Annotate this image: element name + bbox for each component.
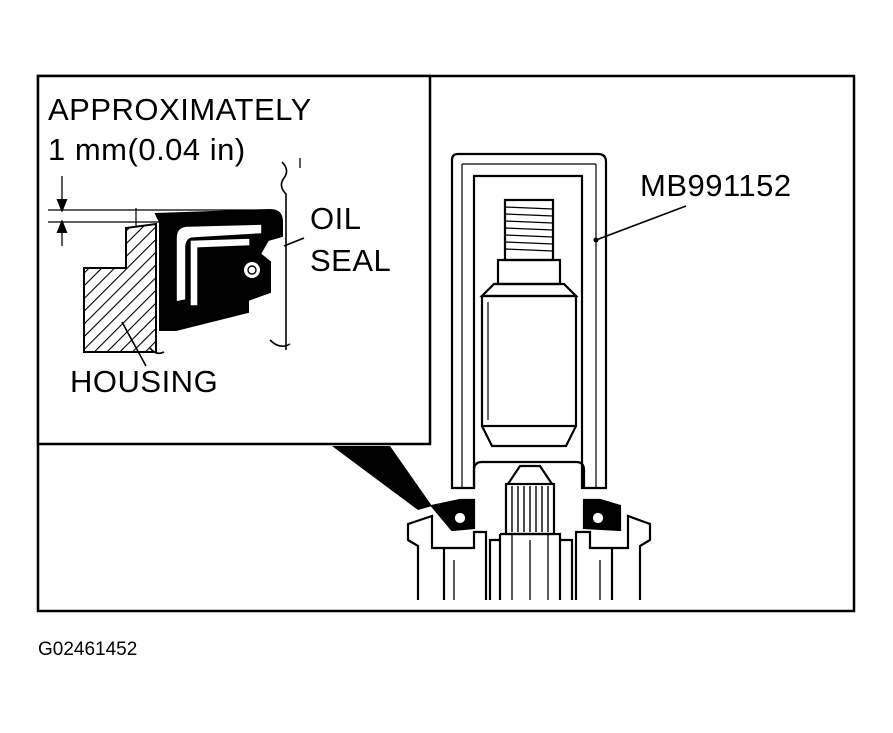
special-tool: [450, 152, 608, 490]
main-assembly: [406, 152, 652, 600]
tool-number-label: MB991152: [640, 168, 792, 203]
tool-body: [480, 294, 578, 428]
dimension-label-line1: APPROXIMATELY: [48, 92, 312, 127]
tool-leader: [595, 205, 687, 241]
housing-label: HOUSING: [70, 364, 219, 399]
oil-seal-label-oil: OIL: [310, 201, 362, 236]
oil-seal-label-seal: SEAL: [310, 243, 392, 278]
dimension-label-line2: 1 mm(0.04 in): [48, 132, 246, 167]
figure-code: G02461452: [38, 639, 138, 660]
inset-pointer: [332, 446, 432, 510]
housing-base: [406, 514, 446, 600]
inset-detail: [48, 158, 305, 367]
